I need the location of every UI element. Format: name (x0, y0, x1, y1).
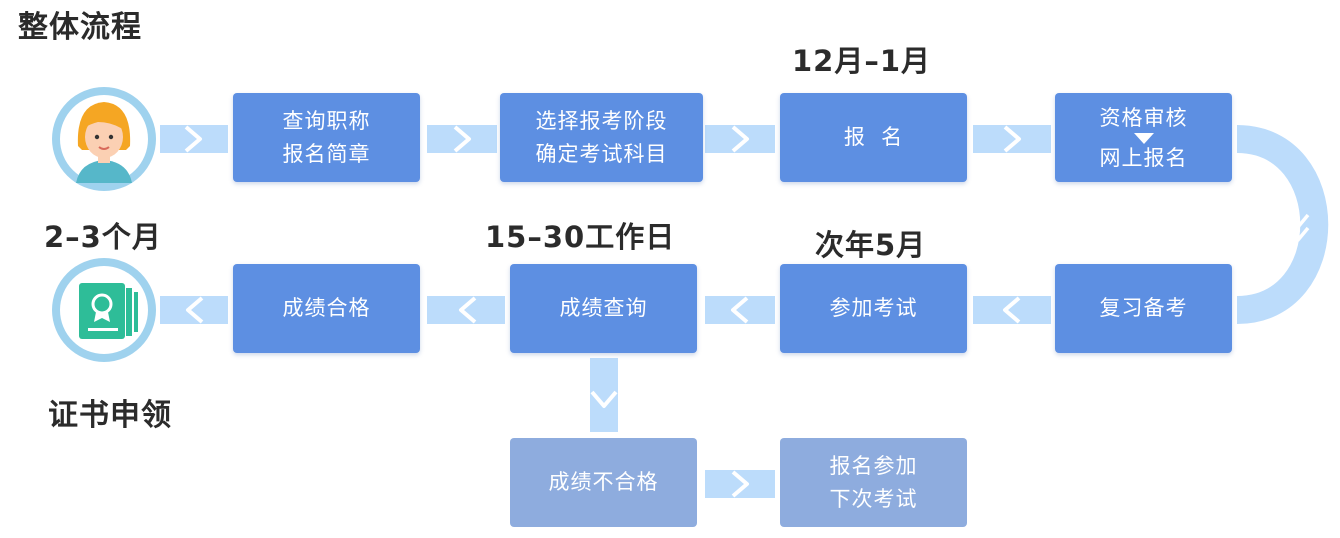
arrow-right-2 (427, 125, 497, 153)
step-retake: 报名参加 下次考试 (780, 438, 967, 527)
step-prepare-line1: 复习备考 (1099, 296, 1188, 320)
arrow-right-1 (160, 125, 228, 153)
step-signup: 报 名 (780, 93, 967, 182)
person-avatar-icon (52, 87, 156, 191)
step-retake-line1: 报名参加 (829, 453, 918, 478)
step-take-exam-line1: 参加考试 (829, 296, 918, 320)
step-check-title: 查询职称 报名简章 (233, 93, 420, 182)
step-pass: 成绩合格 (233, 264, 420, 353)
arrow-left-4 (973, 296, 1051, 324)
step-take-exam: 参加考试 (780, 264, 967, 353)
certificate-icon (52, 258, 156, 362)
step-review: 资格审核 网上报名 (1055, 93, 1232, 182)
step-check-title-line2: 报名简章 (282, 141, 371, 166)
step-choose-level: 选择报考阶段 确定考试科目 (500, 93, 703, 182)
step-fail: 成绩不合格 (510, 438, 697, 527)
step-prepare: 复习备考 (1055, 264, 1232, 353)
curve-connector (1236, 125, 1329, 324)
down-triangle-icon (1133, 132, 1154, 144)
step-review-line2: 网上报名 (1099, 145, 1188, 170)
page-title: 整体流程 (18, 10, 142, 45)
step-signup-line1: 报 名 (843, 125, 904, 149)
step-query-result-line1: 成绩查询 (559, 296, 648, 320)
arrow-right-3 (705, 125, 775, 153)
step-review-line1: 资格审核 (1099, 105, 1188, 130)
step-check-title-line1: 查询职称 (282, 108, 371, 133)
time-label-exam: 次年5月 (815, 228, 927, 262)
arrow-right-5 (705, 470, 775, 498)
time-label-result: 15–30工作日 (485, 220, 676, 254)
step-choose-level-line2: 确定考试科目 (535, 141, 668, 166)
time-label-certificate: 2–3个月 (44, 220, 162, 254)
arrow-left-3 (705, 296, 775, 324)
step-retake-line2: 下次考试 (829, 486, 918, 511)
arrow-left-2 (427, 296, 505, 324)
step-pass-line1: 成绩合格 (282, 296, 371, 320)
step-fail-line1: 成绩不合格 (548, 470, 659, 494)
certificate-apply-label: 证书申领 (48, 398, 172, 433)
arrow-down (590, 358, 618, 432)
step-choose-level-line1: 选择报考阶段 (535, 108, 668, 133)
step-query-result: 成绩查询 (510, 264, 697, 353)
time-label-signup: 12月–1月 (792, 44, 932, 78)
arrow-right-4 (973, 125, 1051, 153)
arrow-left-1 (160, 296, 228, 324)
